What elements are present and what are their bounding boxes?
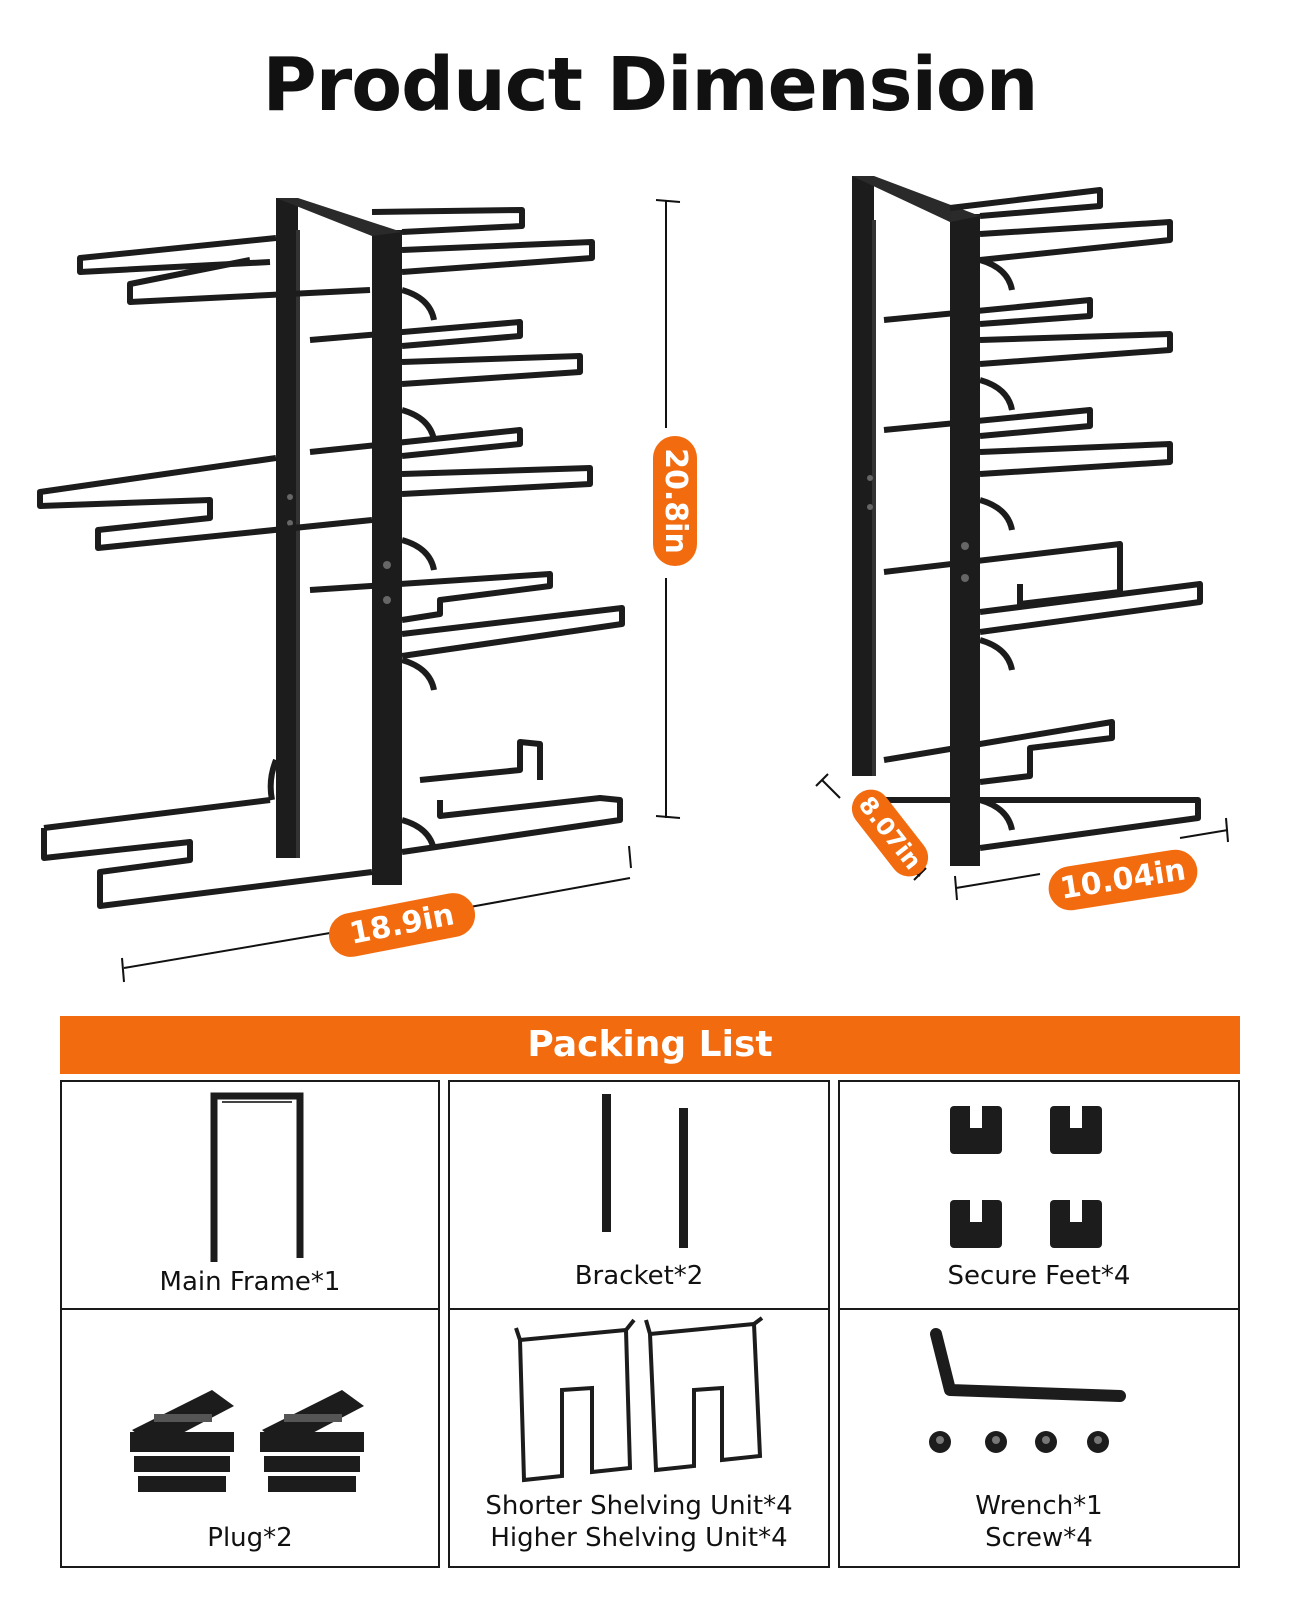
plug-icon (130, 1390, 364, 1492)
secure-feet-icon (950, 1106, 1102, 1248)
height-dimension-label: 20.8in (653, 436, 697, 566)
packing-item-label: Shorter Shelving Unit*4 (485, 1491, 793, 1521)
packing-item-main-frame: Main Frame*1 (60, 1080, 440, 1312)
packing-item-wrench-screw: Wrench*1 Screw*4 (838, 1308, 1240, 1568)
wrench-screw-icon (929, 1328, 1126, 1453)
packing-item-plug: Plug*2 (60, 1308, 440, 1568)
packing-item-label: Plug*2 (207, 1523, 293, 1553)
packing-item-label: Higher Shelving Unit*4 (490, 1523, 788, 1553)
packing-item-shelving-unit: Shorter Shelving Unit*4 Higher Shelving … (448, 1308, 830, 1568)
packing-item-bracket: Bracket*2 (448, 1080, 830, 1312)
dimension-lines (121, 199, 1229, 983)
packing-item-label: Secure Feet*4 (947, 1261, 1131, 1291)
main-frame-icon (210, 1092, 304, 1262)
left-rack-frame (267, 198, 437, 885)
packing-item-secure-feet: Secure Feet*4 (838, 1080, 1240, 1312)
shelving-unit-icon (514, 1316, 764, 1483)
right-rack-frame (852, 176, 1015, 866)
bracket-icon (602, 1094, 688, 1248)
packing-item-label: Screw*4 (985, 1523, 1093, 1553)
left-rack-shelves (37, 207, 625, 909)
packing-list-header: Packing List (60, 1016, 1240, 1074)
packing-item-label: Main Frame*1 (159, 1267, 341, 1297)
right-rack-shelves (883, 187, 1203, 851)
packing-item-label: Wrench*1 (975, 1491, 1103, 1521)
product-illustration (37, 176, 1229, 983)
packing-list-grid: Main Frame*1 Bracket*2 Secure Feet*4 (60, 1080, 1240, 1568)
page-title: Product Dimension (262, 42, 1039, 128)
packing-item-label: Bracket*2 (574, 1261, 704, 1291)
